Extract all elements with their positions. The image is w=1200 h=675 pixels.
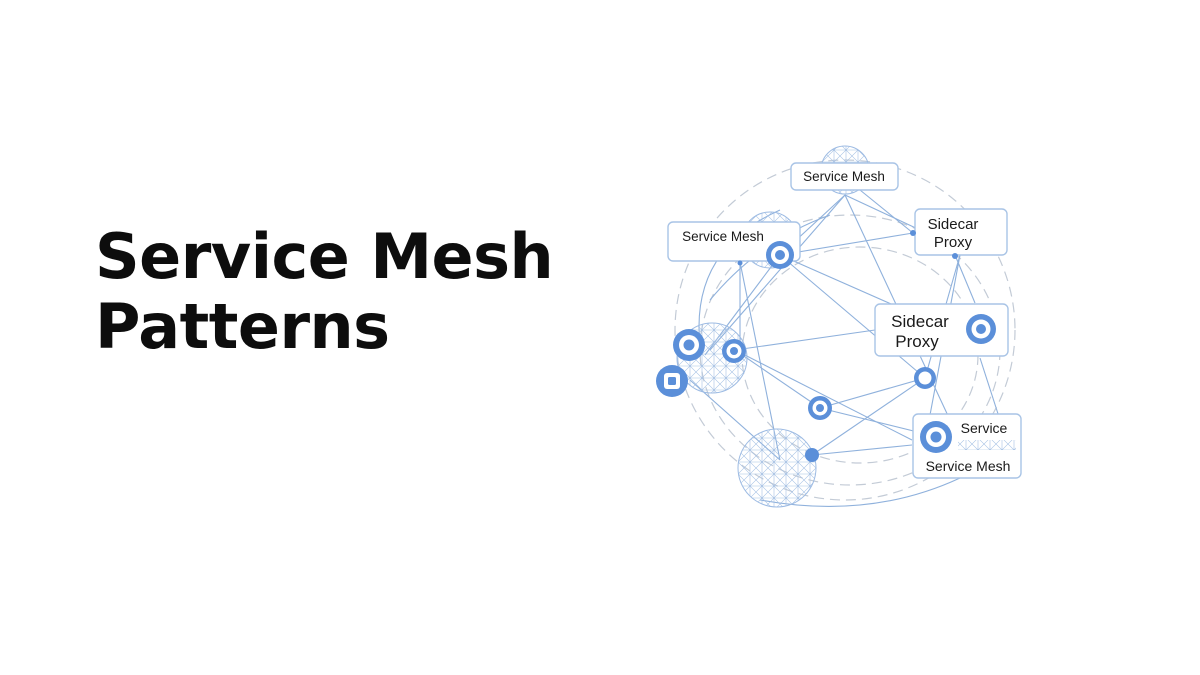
proxy-node-icon <box>766 241 794 269</box>
label-sidecar-proxy-top: Sidecar Proxy <box>914 208 1008 256</box>
label-text: Service Mesh <box>682 229 764 244</box>
label-sidecar-proxy-mid: Sidecar Proxy <box>874 303 1009 357</box>
title-line-2: Patterns <box>95 290 390 363</box>
connection-dot <box>910 230 916 236</box>
proxy-node-icon <box>914 367 936 389</box>
connection-dot <box>805 448 819 462</box>
slide-title: Service Mesh Patterns <box>95 220 554 363</box>
label-text: Service Mesh <box>926 458 1011 474</box>
label-text: Service Mesh <box>803 169 885 184</box>
proxy-node-icon <box>808 396 832 420</box>
label-text: Proxy <box>895 332 939 351</box>
label-service-mesh-top: Service Mesh <box>790 162 899 191</box>
label-text: Proxy <box>934 234 973 251</box>
label-text: Sidecar <box>928 216 979 233</box>
mesh-sphere-icon <box>737 428 817 508</box>
connection-dot <box>737 260 743 266</box>
service-square-icon <box>656 365 688 397</box>
title-line-1: Service Mesh <box>95 220 554 293</box>
label-text: Sidecar <box>891 312 949 331</box>
label-text: Service <box>961 420 1008 436</box>
proxy-node-icon <box>673 329 705 361</box>
proxy-node-icon <box>722 339 746 363</box>
proxy-node-icon <box>920 421 952 453</box>
connection-dot <box>952 253 958 259</box>
proxy-node-icon <box>966 314 996 344</box>
